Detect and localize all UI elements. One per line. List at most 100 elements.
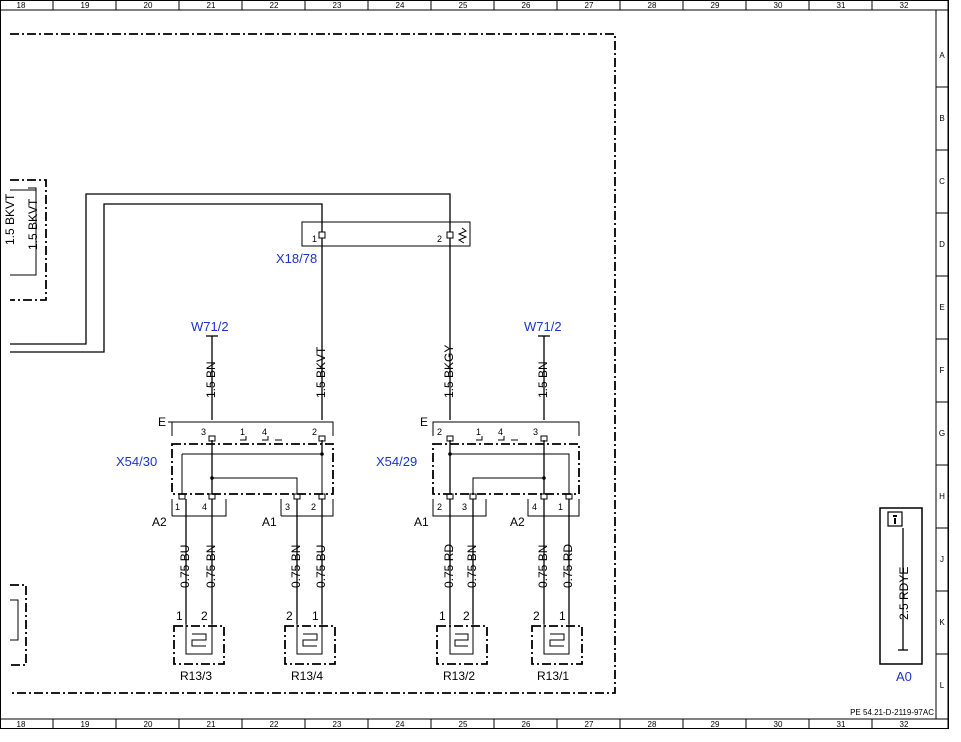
col-label: 19 (81, 720, 90, 729)
module-boundary (10, 33, 616, 694)
x54-29-a2-label: A2 (510, 515, 525, 529)
col-label: 22 (270, 720, 279, 729)
x54-29-a1-label: A1 (414, 515, 429, 529)
row-label: H (939, 492, 945, 501)
col-label: 18 (17, 1, 26, 10)
x18-label: X18/78 (276, 251, 317, 266)
upper-wire-routing (10, 193, 451, 353)
col-label: 28 (648, 1, 657, 10)
left-lower-partial (10, 584, 27, 666)
col-label: 30 (774, 1, 783, 10)
row-labels: A B C D E F G H J K L (939, 51, 945, 690)
x54-29-bottom-pin: 1 (558, 502, 563, 512)
heater-pin: 1 (439, 609, 446, 623)
row-label: K (939, 618, 945, 627)
ground-left-label: W71/2 (191, 319, 229, 334)
supply-box: 2.5 RDYE A0 (879, 507, 923, 684)
svg-text:1.5 BKVT: 1.5 BKVT (3, 193, 17, 245)
ground-left: W71/2 (191, 319, 229, 420)
heater-pin: 2 (463, 609, 470, 623)
col-label: 22 (270, 1, 279, 10)
col-label: 20 (144, 720, 153, 729)
col-label: 29 (711, 720, 720, 729)
col-label: 21 (207, 720, 216, 729)
heater-r13-4: 2 1 R13/4 (284, 609, 336, 683)
x54-30-bottom-pin: 2 (311, 502, 316, 512)
connector-x54-29: E 2 1 4 3 2 3 4 1 A1 A2 X54/29 (376, 415, 580, 529)
x54-29-bottom-pin: 2 (437, 502, 442, 512)
col-label: 32 (900, 720, 909, 729)
connector-x54-30: E 3 1 4 2 1 4 3 2 A2 A1 X54/30 (116, 415, 334, 529)
heater-pin: 1 (312, 609, 319, 623)
wire-label: 1.5 BKGY (442, 345, 456, 398)
lower-wires (185, 499, 570, 624)
heater-r13-1: 2 1 R13/1 (531, 609, 583, 683)
row-label: C (939, 177, 945, 186)
x54-30-top-pin: 1 (240, 427, 245, 437)
row-label: F (940, 366, 945, 375)
row-label: D (939, 240, 945, 249)
heater-label: R13/2 (443, 669, 475, 683)
heater-label: R13/1 (537, 669, 569, 683)
lower-wire-labels: 0.75 BU 0.75 BN 0.75 BN 0.75 BU 0.75 RD … (178, 544, 575, 588)
col-label: 27 (585, 1, 594, 10)
col-label: 23 (333, 1, 342, 10)
x54-30-bottom-pin: 1 (175, 502, 180, 512)
row-label: G (939, 429, 945, 438)
column-labels-bottom: 18 19 20 21 22 23 24 25 26 27 28 29 30 3… (17, 720, 909, 729)
x54-30-e-label: E (158, 415, 166, 429)
wire-label: 0.75 BU (314, 545, 328, 588)
col-label: 24 (396, 1, 405, 10)
col-label: 28 (648, 720, 657, 729)
col-label: 29 (711, 1, 720, 10)
ground-right: W71/2 (524, 319, 562, 420)
col-label: 18 (17, 720, 26, 729)
col-label: 20 (144, 1, 153, 10)
x54-30-top-pin: 2 (312, 427, 317, 437)
supply-label: A0 (896, 669, 912, 684)
column-labels-top: 18 19 20 21 22 23 24 25 26 27 28 29 30 3… (17, 1, 909, 10)
heater-pin: 1 (176, 609, 183, 623)
wire-label: 0.75 BN (536, 545, 550, 588)
col-label: 30 (774, 720, 783, 729)
heater-r13-2: 1 2 R13/2 (436, 609, 488, 683)
col-label: 26 (522, 720, 531, 729)
x54-29-label: X54/29 (376, 454, 417, 469)
connector-x18-78: 1 2 X18/78 (276, 221, 471, 420)
x54-30-bottom-pin: 4 (202, 502, 207, 512)
wire-label: 0.75 BN (289, 545, 303, 588)
col-label: 31 (837, 720, 846, 729)
x54-29-top-pin: 3 (533, 427, 538, 437)
row-label: A (939, 51, 945, 60)
heater-pin: 2 (286, 609, 293, 623)
col-label: 32 (900, 1, 909, 10)
wire-label: 0.75 RD (561, 544, 575, 588)
col-label: 21 (207, 1, 216, 10)
x54-29-bottom-pin: 4 (532, 502, 537, 512)
x54-30-label: X54/30 (116, 454, 157, 469)
wire-label: 1.5 BKVT (314, 346, 328, 398)
row-label: L (940, 681, 945, 690)
col-label: 24 (396, 720, 405, 729)
x54-29-bottom-pin: 3 (462, 502, 467, 512)
x54-30-top-pin: 3 (201, 427, 206, 437)
col-label: 25 (459, 1, 468, 10)
left-partial-connector: 1.5 BKVT 1.5 BKVT (3, 179, 47, 301)
wire-label: 1.5 BN (536, 361, 550, 398)
x54-29-top-pin: 4 (498, 427, 503, 437)
upper-wire-labels: 1.5 BN 1.5 BKVT 1.5 BKGY 1.5 BN (204, 345, 550, 398)
info-icon (893, 515, 897, 524)
x54-29-top-pin: 2 (437, 427, 442, 437)
heater-label: R13/3 (180, 669, 212, 683)
left-wire-label: 1.5 BKVT (26, 198, 40, 250)
wire-label: 0.75 BN (204, 545, 218, 588)
heater-pin: 1 (559, 609, 566, 623)
col-label: 26 (522, 1, 531, 10)
row-label: E (939, 303, 944, 312)
heater-r13-3: 1 2 R13/3 (173, 609, 225, 683)
wire-label: 0.75 BN (465, 545, 479, 588)
x18-pin-2: 2 (437, 234, 442, 244)
wire-label: 1.5 BN (204, 361, 218, 398)
supply-wire-label: 2.5 RDYE (897, 567, 911, 620)
